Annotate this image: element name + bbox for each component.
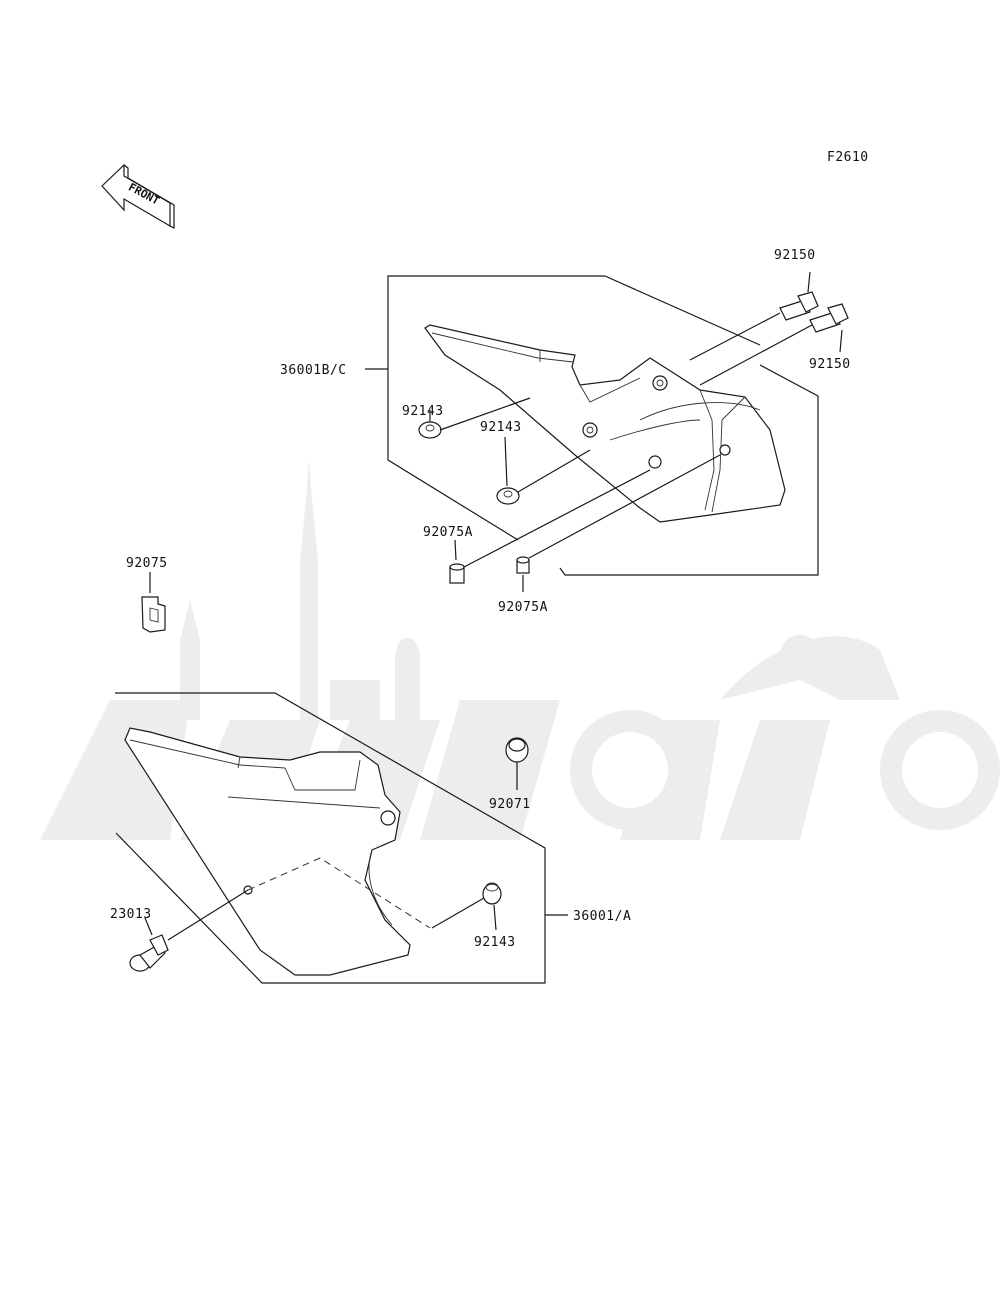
label-36001a: 36001/A (573, 909, 631, 924)
collar-92075a-a (449, 469, 651, 584)
bolt-92150-upper (689, 291, 819, 361)
label-92150-top: 92150 (774, 248, 816, 263)
upper-side-cover-part (424, 324, 786, 523)
grommet-92071-part (505, 737, 529, 790)
collar-92075a-b (516, 454, 721, 592)
grommet-92143-b (496, 436, 591, 505)
label-92071: 92071 (489, 797, 531, 812)
clip-92075-part (141, 572, 166, 633)
label-23013: 23013 (110, 907, 152, 922)
label-92075: 92075 (126, 556, 168, 571)
grommet-92143-a (418, 397, 531, 439)
figure-code: F2610 (827, 150, 869, 165)
front-arrow-icon: FRONT (101, 163, 175, 229)
grommet-92143-c (431, 882, 502, 931)
label-92143-upper-left: 92143 (402, 404, 444, 419)
label-92143-upper-right: 92143 (480, 420, 522, 435)
screw-23013-part (129, 889, 249, 972)
label-92143-lower: 92143 (474, 935, 516, 950)
lower-side-cover-part (124, 727, 431, 976)
lower-assembly-frame (115, 692, 568, 984)
label-36001bc: 36001B/C (280, 363, 347, 378)
label-92075a-left: 92075A (423, 525, 473, 540)
label-92150-right: 92150 (809, 357, 851, 372)
upper-assembly-frame (365, 275, 819, 576)
bolt-92150-lower (699, 303, 849, 386)
label-92075a-right: 92075A (498, 600, 548, 615)
